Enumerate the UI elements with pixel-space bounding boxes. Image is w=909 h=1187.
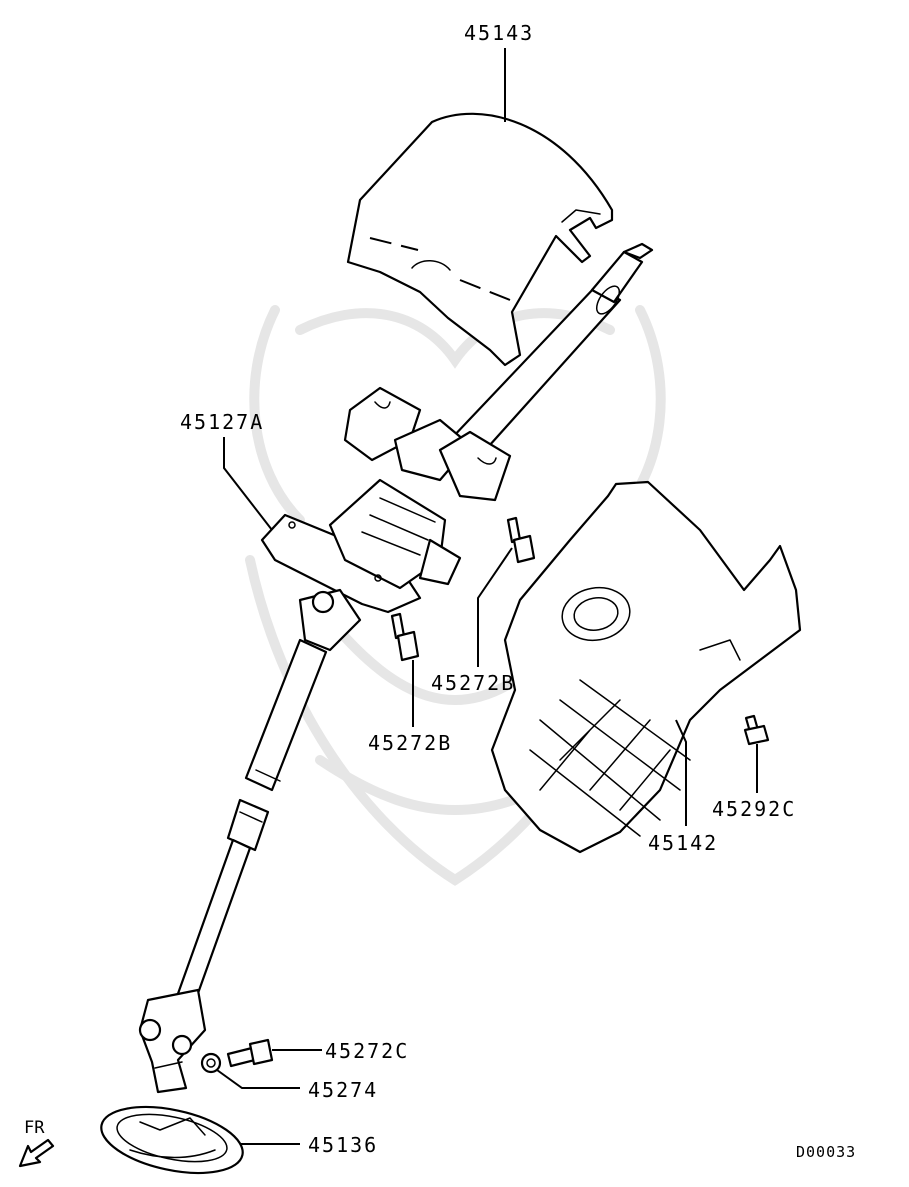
lower-universal-joint xyxy=(138,988,207,1094)
label-45272b-left: 45272B xyxy=(368,731,452,755)
label-45292c: 45292C xyxy=(712,797,796,821)
arrow-down-left-icon xyxy=(18,1138,55,1168)
bolt-left-45272b xyxy=(390,612,420,662)
bolt-45272c xyxy=(226,1038,274,1068)
column-bracket-assembly xyxy=(260,386,512,652)
fr-label: FR xyxy=(24,1118,45,1138)
lower-column-cover xyxy=(490,480,802,854)
upper-column-tube xyxy=(448,242,654,458)
dust-boot xyxy=(100,1105,244,1175)
label-45272c: 45272C xyxy=(325,1039,409,1063)
leader-lines xyxy=(216,48,758,1145)
intermediate-shaft xyxy=(173,638,328,1012)
label-45274: 45274 xyxy=(308,1078,378,1102)
label-45272b-right: 45272B xyxy=(431,671,515,695)
front-direction-indicator: FR xyxy=(18,1118,55,1168)
bolt-right-45272b xyxy=(506,516,536,564)
label-45127a: 45127A xyxy=(180,410,264,434)
nut-45274 xyxy=(200,1052,222,1074)
upper-column-cover xyxy=(346,112,614,367)
screw-45292c xyxy=(743,714,770,746)
label-45143: 45143 xyxy=(464,21,534,45)
diagram-code: D00033 xyxy=(796,1143,856,1161)
label-45142: 45142 xyxy=(648,831,718,855)
label-45136: 45136 xyxy=(308,1133,378,1157)
